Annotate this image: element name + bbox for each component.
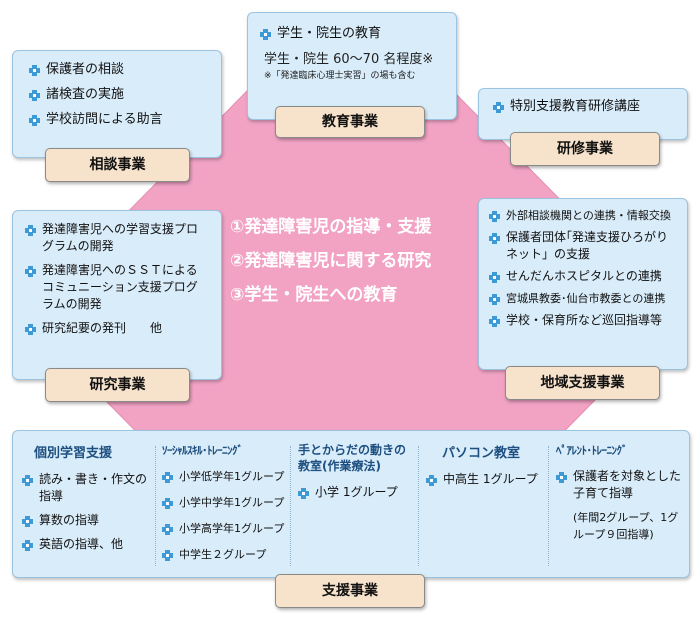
- center-goal-3: ③学生・院生への教育: [230, 285, 398, 305]
- regional-item: 学校・保育所など巡回指導等: [489, 312, 677, 329]
- consultation-item: 諸検査の実施: [29, 86, 205, 104]
- support-column-head: ﾍﾟｱﾚﾝﾄ･ﾄﾚｰﾆﾝｸﾞ: [556, 444, 628, 457]
- bullet-icon: [162, 472, 173, 483]
- bullet-icon: [29, 115, 40, 126]
- support-item: 中学生２グループ: [162, 546, 286, 563]
- consultation-label: 相談事業: [45, 148, 190, 182]
- support-column-head: 個別学習支援: [34, 446, 113, 461]
- support-item: 読み・書き・作文の指導: [22, 471, 150, 505]
- support-column-parent: ﾍﾟｱﾚﾝﾄ･ﾄﾚｰﾆﾝｸﾞ 保護者を対象とした子育て指導 (年間2グループ、1…: [556, 442, 686, 543]
- research-item: 研究紀要の発刊 他: [25, 320, 209, 337]
- education-count: 学生・院生 60～70 名程度※: [264, 52, 434, 67]
- support-item: 小学 1グループ: [298, 484, 414, 501]
- support-column-head: パソコン教室: [442, 446, 521, 461]
- research-item: 発達障害児へのＳＳＴによるコミュニーション支援プログラムの開発: [25, 262, 209, 313]
- support-column-ot: 手とからだの動きの教室(作業療法) 小学 1グループ: [298, 442, 414, 508]
- support-column-head: 手とからだの動きの教室(作業療法): [298, 443, 407, 473]
- support-parent-note: (年間2グループ、1グループ９回指導): [573, 511, 679, 541]
- bullet-icon: [25, 225, 36, 236]
- bullet-icon: [22, 516, 33, 527]
- bullet-icon: [29, 65, 40, 76]
- education-panel: 学生・院生の教育 学生・院生 60～70 名程度※ ※「発達臨床心理士実習」の場…: [247, 12, 457, 120]
- regional-label: 地域支援事業: [505, 366, 660, 400]
- research-label: 研究事業: [45, 368, 190, 402]
- center-goal-2: ②発達障害児に関する研究: [230, 251, 432, 271]
- support-item: 小学中学年1グループ: [162, 494, 286, 511]
- bullet-icon: [260, 29, 271, 40]
- support-item: 英語の指導、他: [22, 536, 150, 553]
- training-item: 特別支援教育研修講座: [493, 98, 673, 116]
- education-note: ※「発達臨床心理士実習」の場も含む: [264, 71, 416, 81]
- bullet-icon: [22, 540, 33, 551]
- education-label: 教育事業: [275, 106, 425, 138]
- support-label: 支援事業: [275, 574, 425, 608]
- research-panel: 発達障害児への学習支援プログラムの開発 発達障害児へのＳＳＴによるコミュニーショ…: [12, 210, 222, 380]
- bullet-icon: [489, 233, 500, 244]
- bullet-icon: [25, 324, 36, 335]
- bullet-icon: [22, 475, 33, 486]
- center-goal-1: ①発達障害児の指導・支援: [230, 217, 432, 237]
- consultation-item: 保護者の相談: [29, 61, 205, 79]
- bullet-icon: [25, 266, 36, 277]
- bullet-icon: [489, 316, 500, 327]
- training-label: 研修事業: [510, 132, 660, 166]
- support-item: 保護者を対象とした子育て指導: [556, 468, 686, 502]
- support-divider: [548, 446, 549, 566]
- bullet-icon: [29, 90, 40, 101]
- regional-panel: 外部相談機関との連携・情報交換 保護者団体｢発達支援ひろがりネット」の支援 せん…: [478, 198, 688, 370]
- support-item: 小学低学年1グループ: [162, 468, 286, 485]
- support-divider: [155, 446, 156, 566]
- bullet-icon: [489, 294, 500, 305]
- regional-item: せんだんホスピタルとの連携: [489, 268, 677, 285]
- bullet-icon: [426, 475, 437, 486]
- training-panel: 特別支援教育研修講座: [478, 88, 688, 140]
- research-item: 発達障害児への学習支援プログラムの開発: [25, 221, 209, 255]
- bullet-icon: [489, 272, 500, 283]
- bullet-icon: [162, 498, 173, 509]
- bullet-icon: [489, 211, 500, 222]
- bullet-icon: [298, 488, 309, 499]
- support-item: 小学高学年1グループ: [162, 520, 286, 537]
- consultation-item: 学校訪問による助言: [29, 111, 205, 129]
- bullet-icon: [162, 524, 173, 535]
- support-column-individual: 個別学習支援 読み・書き・作文の指導 算数の指導 英語の指導、他: [22, 442, 150, 560]
- consultation-panel: 保護者の相談 諸検査の実施 学校訪問による助言: [12, 50, 222, 158]
- center-goals: ①発達障害児の指導・支援 ②発達障害児に関する研究 ③学生・院生への教育: [230, 210, 431, 312]
- support-divider: [290, 446, 291, 566]
- bullet-icon: [493, 102, 504, 113]
- regional-item: 保護者団体｢発達支援ひろがりネット」の支援: [489, 229, 677, 263]
- support-column-sst: ｿｰｼｬﾙｽｷﾙ･ﾄﾚｰﾆﾝｸﾞ 小学低学年1グループ 小学中学年1グループ 小…: [162, 442, 286, 570]
- support-column-head: ｿｰｼｬﾙｽｷﾙ･ﾄﾚｰﾆﾝｸﾞ: [162, 444, 243, 457]
- regional-item: 宮城県教委･仙台市教委との連携: [489, 290, 677, 307]
- education-item: 学生・院生の教育: [260, 25, 444, 43]
- support-column-pc: パソコン教室 中高生 1グループ: [426, 442, 544, 495]
- support-item: 算数の指導: [22, 512, 150, 529]
- bullet-icon: [556, 472, 567, 483]
- regional-item: 外部相談機関との連携・情報交換: [489, 207, 677, 224]
- support-divider: [418, 446, 419, 566]
- bullet-icon: [162, 550, 173, 561]
- support-item: 中高生 1グループ: [426, 471, 544, 488]
